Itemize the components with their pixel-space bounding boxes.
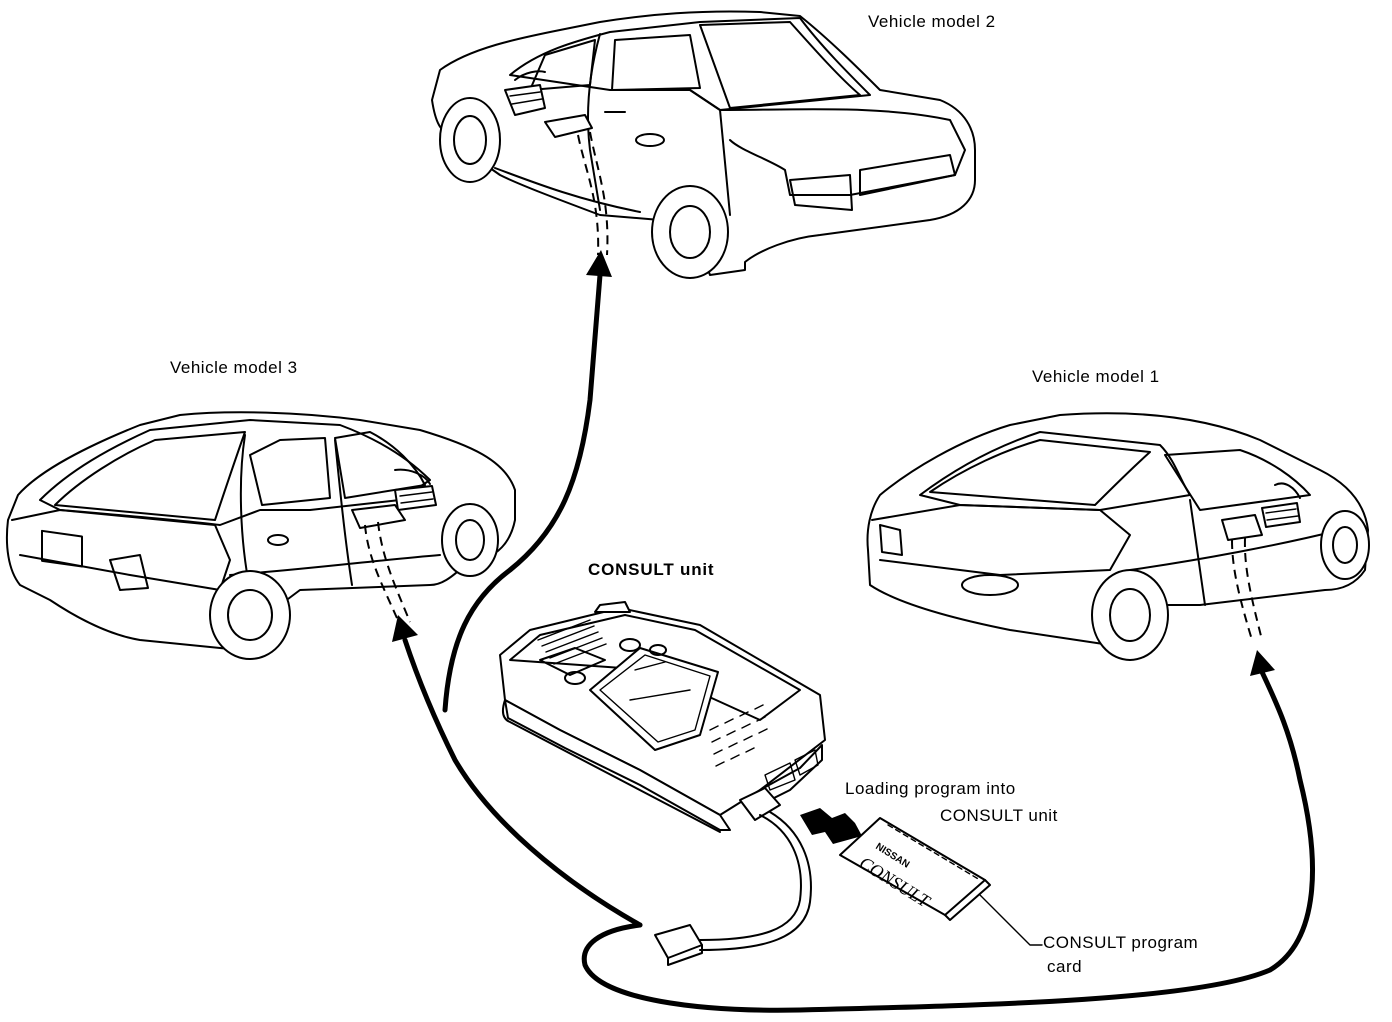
card-leader-line [979, 894, 1043, 946]
vehicle-model-2 [431, 10, 976, 279]
consult-program-card: NISSAN CONSULT [839, 817, 991, 921]
label-loading-line2: CONSULT unit [940, 806, 1058, 825]
junction-box [654, 924, 703, 959]
unit-cable [654, 811, 812, 966]
label-loading-line1: Loading program into [845, 779, 1016, 798]
loading-arrow [800, 808, 862, 844]
label-program-card-line2: card [1047, 957, 1083, 976]
vehicle-model-3 [5, 411, 516, 660]
label-program-card-line1: CONSULT program [1043, 933, 1199, 952]
dashed-connections [364, 131, 1263, 641]
label-vehicle-model-2: Vehicle model 2 [868, 12, 996, 31]
label-vehicle-model-1: Vehicle model 1 [1032, 367, 1160, 386]
vehicle-model-1 [866, 412, 1370, 661]
label-consult-unit: CONSULT unit [588, 560, 715, 579]
cable-paths [392, 250, 1315, 1013]
consult-unit [499, 601, 826, 833]
label-vehicle-model-3: Vehicle model 3 [170, 358, 298, 377]
keypad [709, 704, 768, 767]
